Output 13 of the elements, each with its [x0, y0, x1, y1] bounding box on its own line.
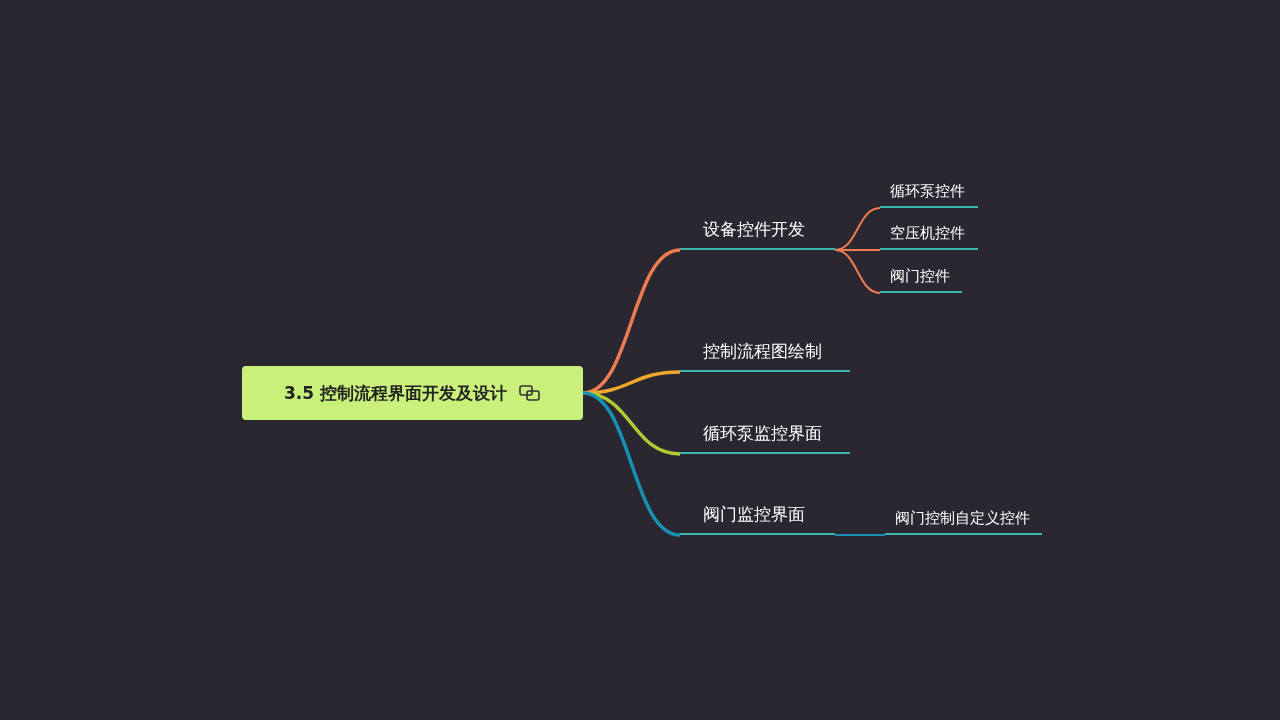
- topic-label: 设备控件开发: [680, 210, 835, 250]
- connector-line: [582, 391, 681, 537]
- connector-line: [834, 249, 881, 294]
- topic-label: 控制流程图绘制: [680, 332, 850, 372]
- topic-label: 空压机控件: [880, 218, 978, 250]
- topic-label: 循环泵控件: [880, 176, 978, 208]
- topic-label: 阀门控制自定义控件: [885, 503, 1042, 535]
- topic-label: 阀门监控界面: [680, 495, 835, 535]
- topic-label: 阀门控件: [880, 261, 962, 293]
- topic-label: 循环泵监控界面: [680, 414, 850, 454]
- topic-title: 3.5 控制流程界面开发及设计: [283, 381, 507, 405]
- connector-line: [834, 534, 886, 536]
- central-topic-box: [242, 366, 583, 420]
